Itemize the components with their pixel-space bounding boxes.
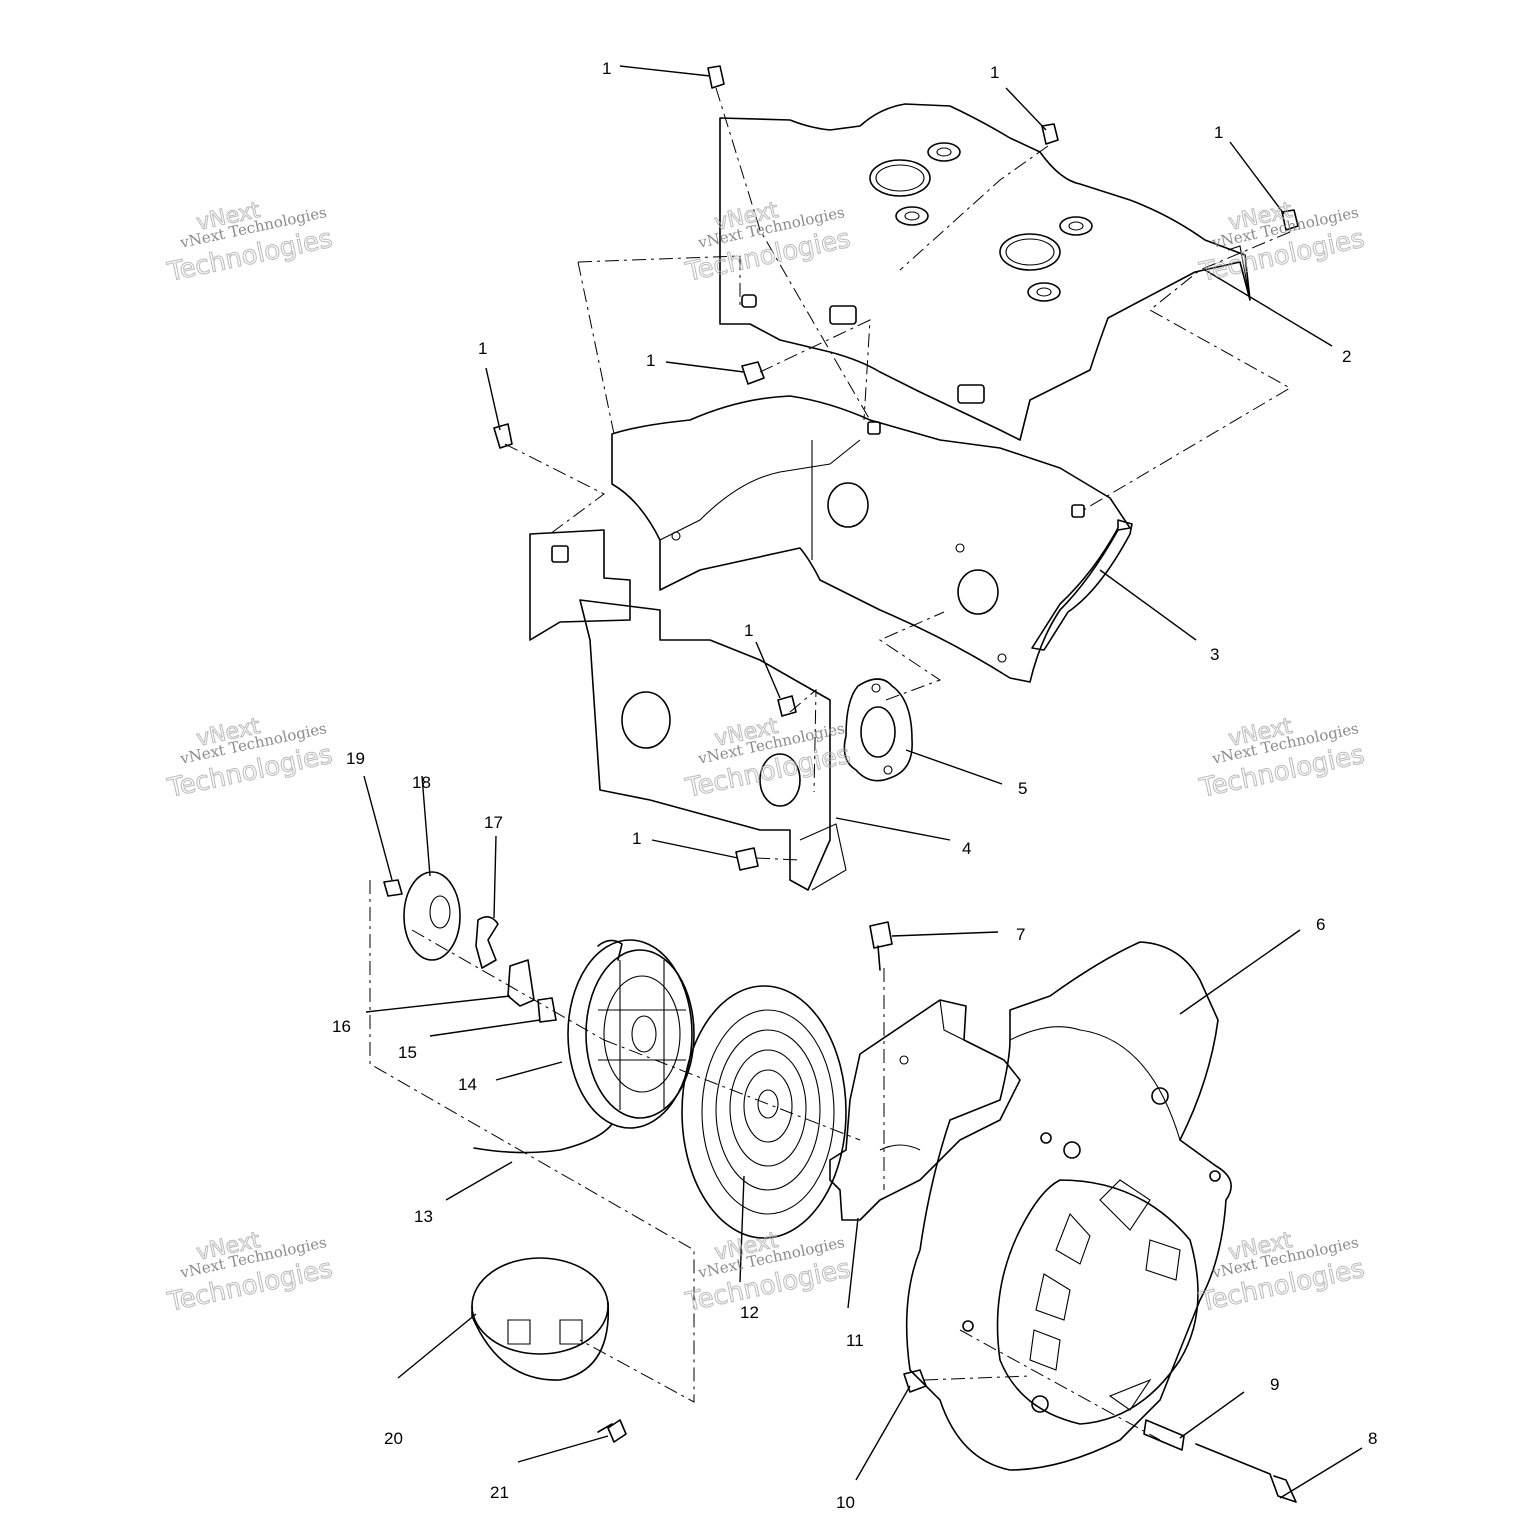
callout-10: 10 — [836, 1493, 855, 1512]
fan-housing — [905, 941, 1232, 1471]
callout-1b: 1 — [990, 63, 999, 82]
callout-5: 5 — [1018, 779, 1027, 798]
watermark-2: vNext vNext Technologies Technologies — [682, 197, 854, 288]
callout-16: 16 — [332, 1017, 351, 1036]
callout-14: 14 — [458, 1075, 477, 1094]
watermark-3: vNext vNext Technologies Technologies — [1196, 197, 1368, 288]
callout-6: 6 — [1316, 915, 1325, 934]
watermark-1: vNext vNext Technologies Technologies — [164, 197, 336, 288]
callout-15: 15 — [398, 1043, 417, 1062]
leader-lines — [363, 65, 1363, 1499]
small-hardware — [383, 871, 557, 1023]
callout-13: 13 — [414, 1207, 433, 1226]
callout-12: 12 — [740, 1303, 759, 1322]
callout-1c: 1 — [1214, 123, 1223, 142]
watermark: vNext vNext Technologies Technologies vN… — [164, 197, 1368, 1318]
watermark-4: vNext vNext Technologies Technologies — [164, 713, 336, 804]
starter-pulley — [567, 939, 695, 1129]
callout-2: 2 — [1342, 347, 1351, 366]
assembly-lines — [369, 87, 1292, 1441]
watermark-9: vNext vNext Technologies Technologies — [1196, 1227, 1368, 1318]
callout-21: 21 — [490, 1483, 509, 1502]
callout-19: 19 — [346, 749, 365, 768]
watermark-5: vNext vNext Technologies Technologies — [682, 713, 854, 804]
callout-4: 4 — [962, 839, 971, 858]
callout-1e: 1 — [478, 339, 487, 358]
lower-shroud — [529, 395, 1133, 891]
starter-cup — [471, 1257, 610, 1381]
callout-1g: 1 — [632, 829, 641, 848]
starter-rope — [473, 1123, 613, 1154]
callouts: 1 1 1 1 1 1 1 2 3 4 5 6 7 8 9 10 11 12 1… — [332, 59, 1377, 1512]
starter-bracket — [829, 999, 1021, 1221]
callout-7: 7 — [1016, 925, 1025, 944]
cup-bolt — [597, 1419, 627, 1443]
recoil-spring — [681, 985, 847, 1239]
callout-11: 11 — [846, 1331, 864, 1350]
callout-1d: 1 — [646, 351, 655, 370]
callout-18: 18 — [412, 773, 431, 792]
watermark-8: vNext vNext Technologies Technologies — [682, 1227, 854, 1318]
callout-17: 17 — [484, 813, 503, 832]
watermark-6: vNext vNext Technologies Technologies — [1196, 713, 1368, 804]
fasteners — [493, 65, 1299, 1503]
callout-1a: 1 — [602, 59, 611, 78]
upper-shroud-plate — [719, 103, 1251, 441]
watermark-7: vNext vNext Technologies Technologies — [164, 1227, 336, 1318]
callout-20: 20 — [384, 1429, 403, 1448]
callout-3: 3 — [1210, 645, 1219, 664]
callout-9: 9 — [1270, 1375, 1279, 1394]
gasket — [843, 678, 913, 782]
callout-1f: 1 — [744, 621, 753, 640]
callout-8: 8 — [1368, 1429, 1377, 1448]
